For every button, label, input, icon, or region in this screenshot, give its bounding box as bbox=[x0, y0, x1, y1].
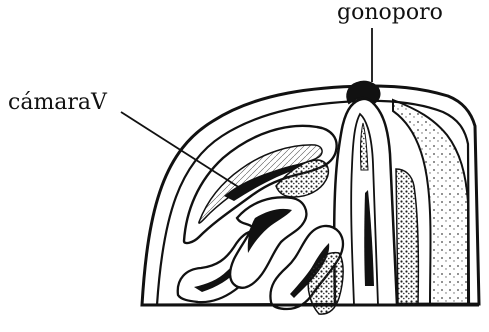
right-stippled-column bbox=[396, 169, 418, 305]
gonoporo-label: gonoporo bbox=[337, 2, 443, 24]
camara-v-label: cámaraV bbox=[8, 92, 107, 114]
